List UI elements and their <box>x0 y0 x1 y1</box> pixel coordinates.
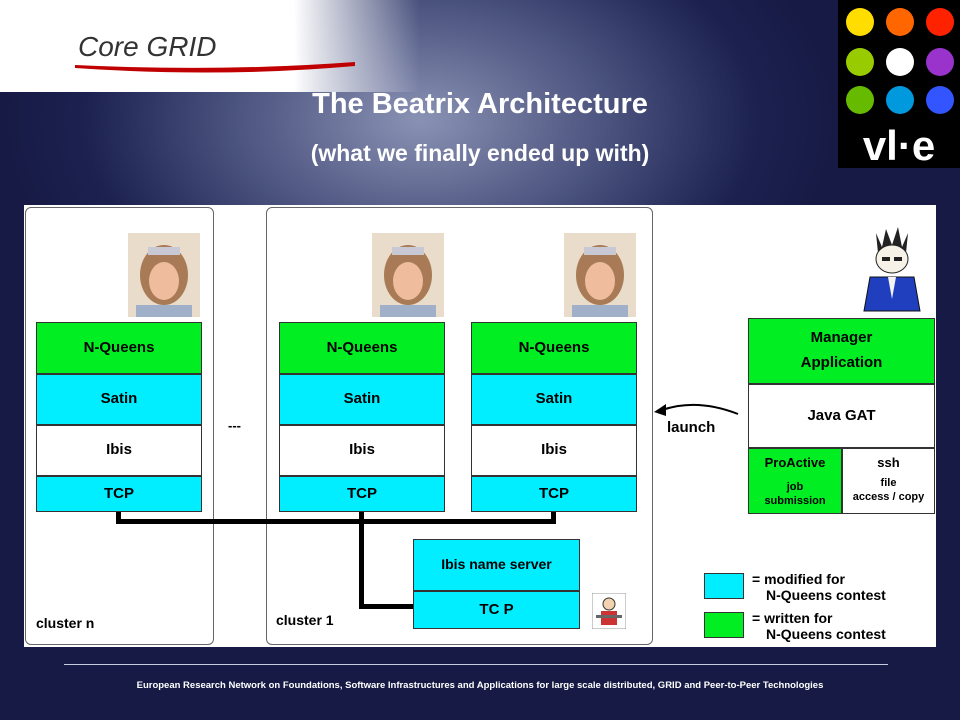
wire-segment <box>116 512 121 524</box>
legend-modified-line2: N-Queens contest <box>766 587 886 603</box>
stack-cluster-1-b: N-Queens Satin Ibis TCP <box>471 322 637 512</box>
proactive-label: ProActive <box>764 455 826 470</box>
cluster-1-label: cluster 1 <box>276 612 334 628</box>
ellipsis: --- <box>228 418 241 433</box>
star-pattern <box>846 8 954 114</box>
ibis-layer: Ibis <box>471 425 637 476</box>
legend-swatch-modified <box>704 573 744 599</box>
nqueens-layer: N-Queens <box>279 322 445 374</box>
page-subtitle: (what we finally ended up with) <box>310 140 650 166</box>
legend-swatch-written <box>704 612 744 638</box>
portrait-image <box>128 233 200 317</box>
wire-segment <box>359 604 414 609</box>
manager-stack: Manager Application Java GAT ProActive j… <box>748 318 935 514</box>
proactive-box: ProActive job submission <box>748 448 842 514</box>
cluster-n-box <box>25 207 214 645</box>
page-title: The Beatrix Architecture <box>312 88 648 120</box>
manager-application: Manager Application <box>748 318 935 384</box>
satin-layer: Satin <box>36 374 202 425</box>
proactive-sub2: submission <box>764 495 826 507</box>
wire-segment <box>359 519 364 609</box>
manager-app-line2: Application <box>800 354 883 371</box>
legend-modified: = modified for N-Queens contest <box>752 571 886 603</box>
ssh-sub2: access / copy <box>852 491 925 503</box>
vle-logo-text: vl·e <box>863 122 935 168</box>
java-gat-layer: Java GAT <box>748 384 935 448</box>
tcp-layer: TCP <box>471 476 637 512</box>
ssh-sub1: file <box>880 477 897 490</box>
cluster-n-label: cluster n <box>36 615 95 631</box>
portrait-image <box>564 233 636 317</box>
portrait-image <box>372 233 444 317</box>
wire-segment <box>551 512 556 524</box>
stack-cluster-n: N-Queens Satin Ibis TCP <box>36 322 202 512</box>
ibis-layer: Ibis <box>279 425 445 476</box>
logo-band <box>0 0 420 92</box>
worker-cartoon-icon <box>592 593 626 629</box>
architecture-diagram: cluster n cluster 1 --- N-Queens Satin I… <box>24 205 936 647</box>
legend-modified-line1: = modified for <box>752 571 845 587</box>
tcp-layer: TCP <box>36 476 202 512</box>
satin-layer: Satin <box>471 374 637 425</box>
launch-arrow <box>654 403 739 416</box>
proactive-sub1: job <box>786 481 804 494</box>
vle-logo: vl·e <box>838 0 960 168</box>
legend-written: = written for N-Queens contest <box>752 610 886 642</box>
stack-cluster-1-a: N-Queens Satin Ibis TCP <box>279 322 445 512</box>
wire-segment <box>359 512 364 524</box>
logo-text: Core GRID <box>78 31 216 62</box>
legend-written-line1: = written for <box>752 610 833 626</box>
legend-written-line2: N-Queens contest <box>766 626 886 642</box>
nqueens-layer: N-Queens <box>471 322 637 374</box>
satin-layer: Satin <box>279 374 445 425</box>
manager-cartoon-icon <box>863 227 921 312</box>
ssh-box: ssh file access / copy <box>842 448 935 514</box>
coregrid-logo: Core GRID <box>75 31 355 73</box>
name-server-tcp: TC P <box>413 591 580 629</box>
footer-text: European Research Network on Foundations… <box>136 680 824 691</box>
ssh-label: ssh <box>877 455 900 470</box>
manager-app-line1: Manager <box>810 329 873 347</box>
name-server-label: Ibis name server <box>413 539 580 591</box>
nqueens-layer: N-Queens <box>36 322 202 374</box>
cluster-1-box <box>266 207 653 645</box>
name-server: Ibis name server TC P <box>413 539 580 629</box>
tcp-layer: TCP <box>279 476 445 512</box>
footer-divider <box>64 664 888 665</box>
network-bus <box>116 519 556 524</box>
ibis-layer: Ibis <box>36 425 202 476</box>
launch-label: launch <box>667 419 716 436</box>
